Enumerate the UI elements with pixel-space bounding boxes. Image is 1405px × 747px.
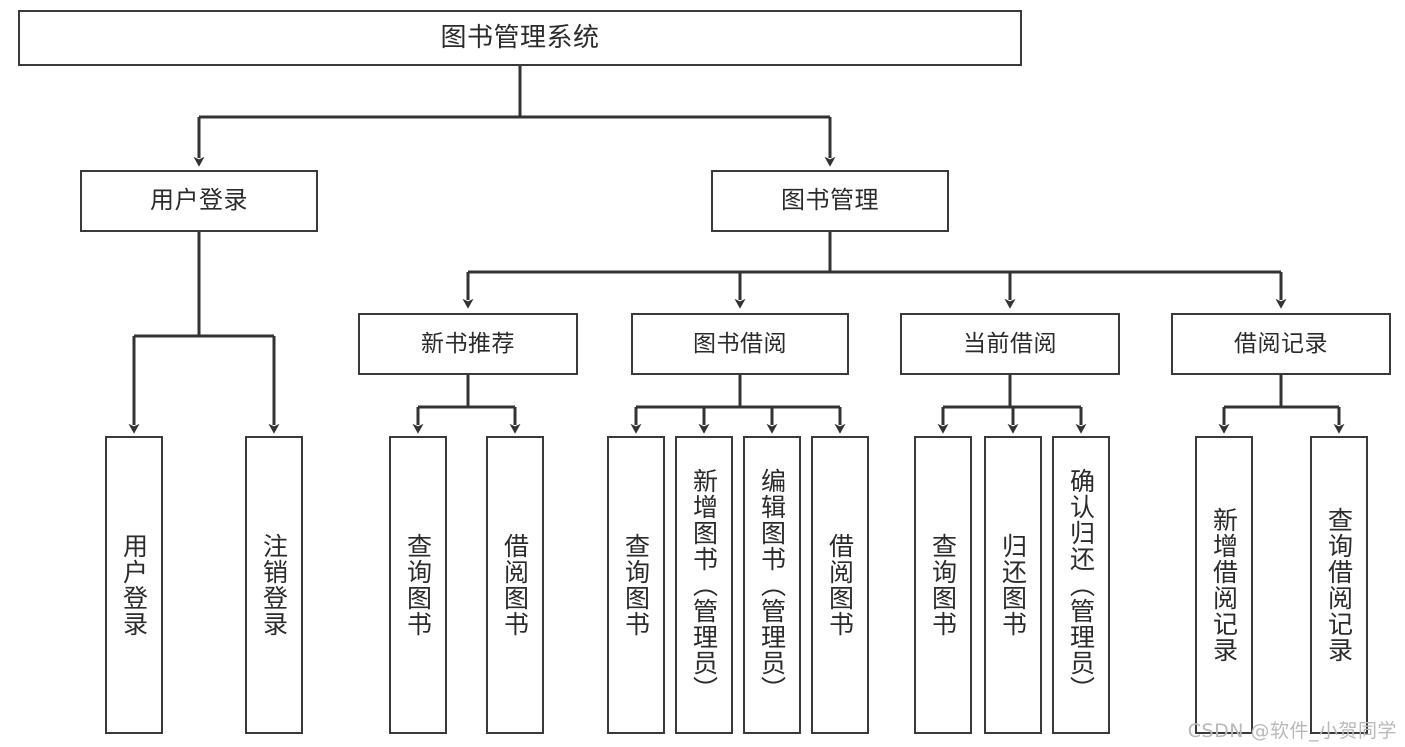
node-label: 编辑图书（管理员） [757,468,787,702]
node-label: 借阅图书 [500,533,530,637]
leaf-new-book-query[interactable]: 查询图书 [389,436,447,734]
leaf-book-borrow-edit[interactable]: 编辑图书（管理员） [743,436,801,734]
node-label: 用户登录 [150,186,248,215]
node-user-login[interactable]: 用户登录 [80,170,318,232]
leaf-current-borrow-return[interactable]: 归还图书 [984,436,1042,734]
node-label: 图书管理系统 [440,22,600,53]
leaf-user-login-login[interactable]: 用户登录 [105,436,163,734]
node-borrow-record[interactable]: 借阅记录 [1171,313,1391,375]
leaf-current-borrow-query[interactable]: 查询图书 [914,436,972,734]
node-label: 借阅记录 [1234,330,1328,357]
node-label: 图书借阅 [693,330,787,357]
leaf-borrow-record-query[interactable]: 查询借阅记录 [1310,436,1368,734]
leaf-new-book-borrow[interactable]: 借阅图书 [486,436,544,734]
node-label: 图书管理 [781,186,879,215]
node-label: 归还图书 [998,533,1028,637]
node-label: 查询图书 [621,533,651,637]
leaf-user-login-logout[interactable]: 注销登录 [245,436,303,734]
node-label: 用户登录 [119,533,149,637]
node-label: 注销登录 [259,533,289,637]
leaf-current-borrow-confirm-return[interactable]: 确认归还（管理员） [1052,436,1110,734]
node-label: 当前借阅 [963,330,1057,357]
node-label: 查询借阅记录 [1324,507,1354,663]
node-new-book-recommend[interactable]: 新书推荐 [358,313,578,375]
node-label: 借阅图书 [825,533,855,637]
node-label: 新书推荐 [421,330,515,357]
node-root-system[interactable]: 图书管理系统 [18,10,1022,66]
watermark-text: CSDN @软件_小贺同学 [1187,720,1397,742]
node-current-borrow[interactable]: 当前借阅 [900,313,1120,375]
node-book-borrow[interactable]: 图书借阅 [631,313,849,375]
node-label: 确认归还（管理员） [1066,468,1096,702]
node-label: 新增借阅记录 [1209,507,1239,663]
node-book-management[interactable]: 图书管理 [711,170,949,232]
leaf-book-borrow-add[interactable]: 新增图书（管理员） [675,436,733,734]
leaf-borrow-record-add[interactable]: 新增借阅记录 [1195,436,1253,734]
node-label: 查询图书 [928,533,958,637]
node-label: 查询图书 [403,533,433,637]
leaf-book-borrow-query[interactable]: 查询图书 [607,436,665,734]
node-label: 新增图书（管理员） [689,468,719,702]
leaf-book-borrow-borrow[interactable]: 借阅图书 [811,436,869,734]
